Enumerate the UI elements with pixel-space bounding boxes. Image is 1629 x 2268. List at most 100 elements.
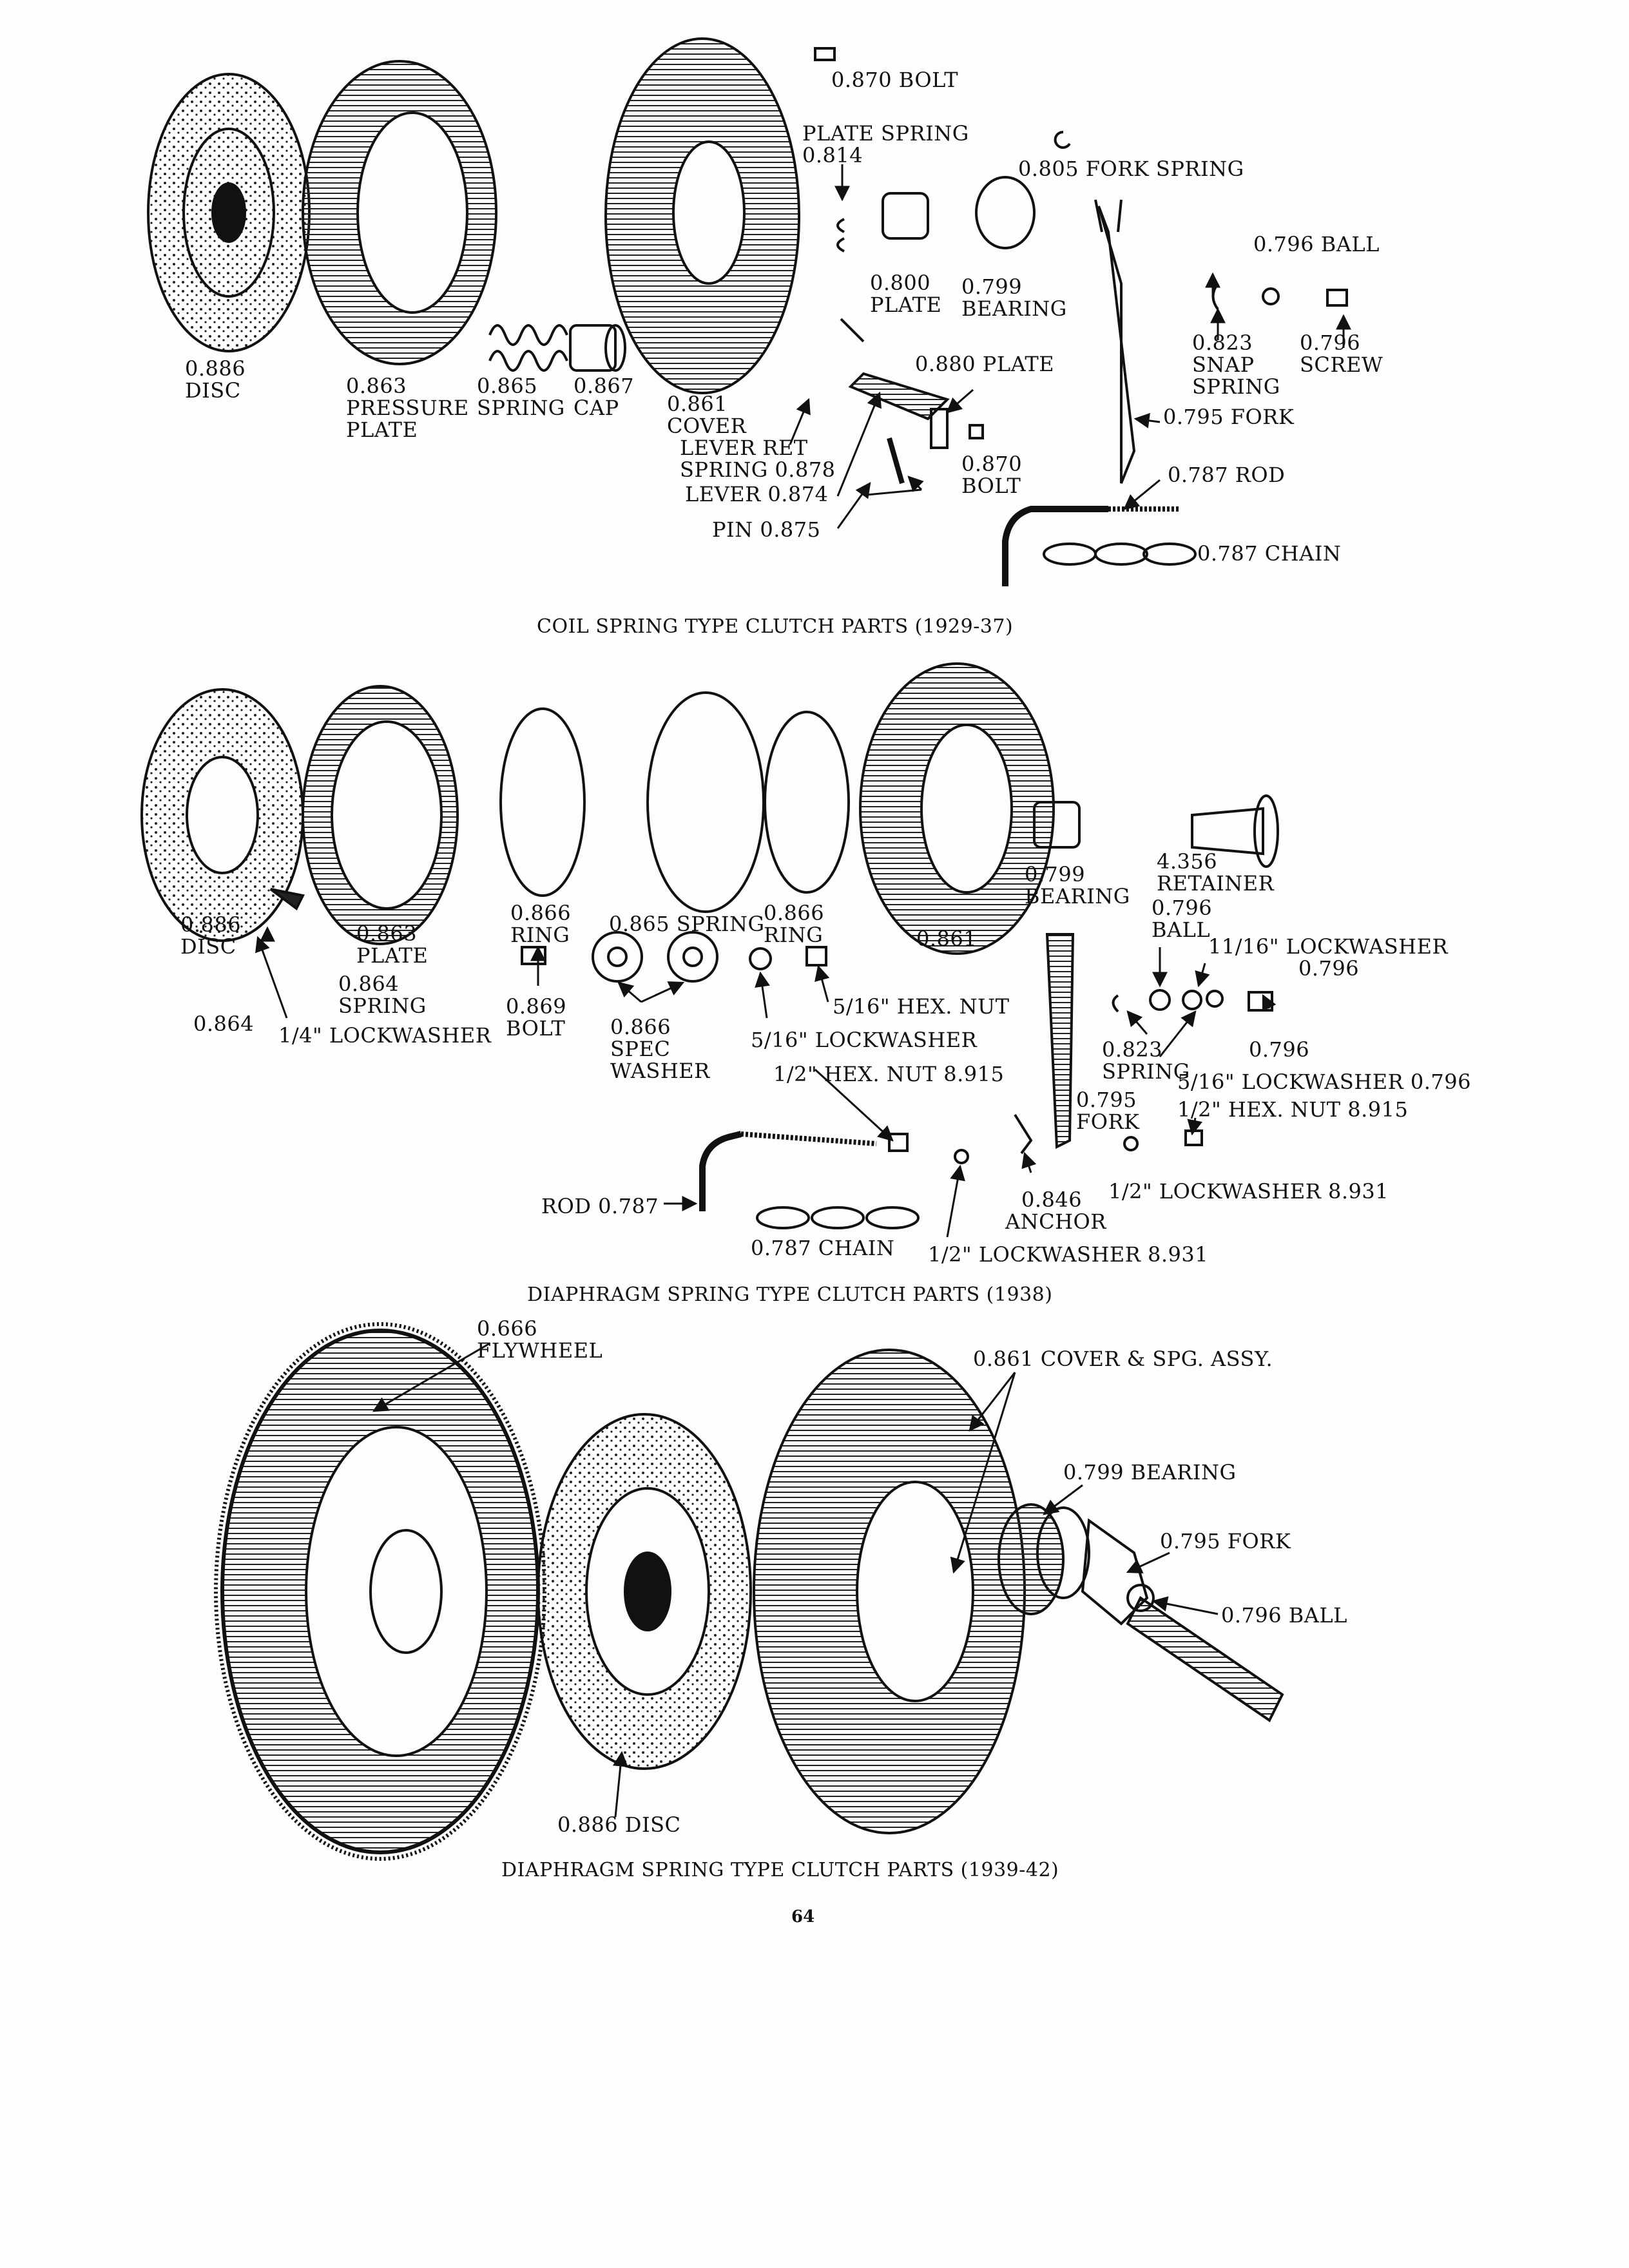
label-line: DISC <box>180 934 236 959</box>
label-line: 0.861 <box>667 392 728 416</box>
label-line: 0.799 <box>961 274 1023 299</box>
caption-diaphragm-1938: DIAPHRAGM SPRING TYPE CLUTCH PARTS (1938… <box>527 1283 1053 1306</box>
label-line: 0.867 <box>574 374 635 398</box>
label-line: 4.356 <box>1157 849 1218 874</box>
label-line: 0.870 <box>961 452 1023 476</box>
label-line: RING <box>510 923 570 947</box>
label-line: SPRING 0.878 <box>680 457 836 482</box>
label-line: FORK <box>1076 1110 1140 1134</box>
cap-part <box>569 324 626 372</box>
label-line: SNAP <box>1192 352 1255 377</box>
label-line: 0.666 <box>477 1316 538 1341</box>
label-lockwasher-5-16-b: 5/16" LOCKWASHER 0.796 <box>1177 1070 1471 1094</box>
label-cover-0861-b: 0.861 <box>916 927 978 951</box>
label-line: FLYWHEEL <box>477 1338 603 1363</box>
label-line: DISC <box>185 378 241 403</box>
caption-diaphragm-1939-42: DIAPHRAGM SPRING TYPE CLUTCH PARTS (1939… <box>501 1859 1059 1881</box>
small-parts-1 <box>814 47 1348 485</box>
label-hex-nut-5-16: 5/16" HEX. NUT <box>833 994 1010 1019</box>
label-0796-b: 0.796 <box>1249 1037 1310 1062</box>
label-0864: 0.864 <box>193 1012 255 1036</box>
leader-arrows-3 <box>372 1342 1219 1818</box>
label-line: 0.866 <box>610 1015 671 1039</box>
label-line: ANCHOR <box>1005 1209 1106 1234</box>
label-line: PLATE <box>346 418 418 442</box>
label-ball-0796-c: 0.796 BALL <box>1221 1603 1347 1628</box>
label-fork-0795: 0.795 FORK <box>1163 405 1295 429</box>
label-cover-spg-assy-0861: 0.861 COVER & SPG. ASSY. <box>973 1347 1273 1371</box>
label-line: 0.800 <box>870 271 931 295</box>
label-bolt-0870: 0.870 BOLT <box>831 68 959 92</box>
label-line: PLATE <box>356 943 429 968</box>
label-line: SPRING <box>477 396 565 420</box>
label-line: SPRING <box>338 994 427 1018</box>
leader-arrows-1 <box>789 164 1351 529</box>
label-line: LEVER RET <box>680 436 808 460</box>
label-line: 0.886 <box>185 356 246 381</box>
label-lockwasher-half-a: 1/2" LOCKWASHER 8.931 <box>1108 1179 1389 1204</box>
page-number: 64 <box>791 1907 815 1927</box>
disc-part-3 <box>537 1413 752 1770</box>
label-hex-nut-half-b: 1/2" HEX. NUT 8.915 <box>1177 1097 1409 1122</box>
label-line: 11/16" LOCKWASHER <box>1208 934 1449 959</box>
label-line: 0.866 <box>510 901 572 925</box>
label-fork-0795-c: 0.795 FORK <box>1160 1529 1291 1553</box>
label-line: 0.864 <box>338 972 400 996</box>
plate-part-2 <box>269 685 459 945</box>
label-lockwasher-half-b: 1/2" LOCKWASHER 8.931 <box>928 1242 1209 1267</box>
label-line: RETAINER <box>1157 871 1275 896</box>
pressure-plate-part <box>302 60 497 365</box>
label-lockwasher-5-16: 5/16" LOCKWASHER <box>751 1028 978 1052</box>
label-line: 0.863 <box>356 921 418 946</box>
label-pin-0875: PIN 0.875 <box>712 517 821 542</box>
label-line: PLATE <box>870 293 942 317</box>
label-fork-spring-0805: 0.805 FORK SPRING <box>1018 157 1244 181</box>
spring-part <box>488 324 568 372</box>
label-lever-0874: LEVER 0.874 <box>685 482 829 506</box>
flywheel-part <box>214 1322 546 1861</box>
rod-and-chain-1 <box>1002 506 1197 586</box>
leader-arrows-2 <box>255 926 1277 1238</box>
disc-part-2 <box>140 688 304 942</box>
label-bearing-0799-c: 0.799 BEARING <box>1063 1460 1237 1485</box>
label-disc-0886-c: 0.886 DISC <box>557 1812 681 1837</box>
label-line: 0.823 <box>1192 331 1253 355</box>
label-chain-0787: 0.787 CHAIN <box>1197 541 1342 566</box>
label-line: COVER <box>667 414 747 438</box>
label-line: BOLT <box>506 1016 566 1041</box>
label-line: 0.796 <box>1152 896 1213 920</box>
caption-coil-spring: COIL SPRING TYPE CLUTCH PARTS (1929-37) <box>537 615 1014 638</box>
bearing-fork-3 <box>998 1503 1284 1722</box>
label-line: CAP <box>574 396 619 420</box>
rings-and-washers-2 <box>499 691 850 983</box>
label-line: 0.796 <box>1298 956 1360 981</box>
label-spring-0865-b: 0.865 SPRING <box>609 912 765 936</box>
label-line: 0.865 <box>477 374 538 398</box>
label-line: 0.814 <box>802 143 863 168</box>
label-chain-0787-b: 0.787 CHAIN <box>751 1236 895 1260</box>
